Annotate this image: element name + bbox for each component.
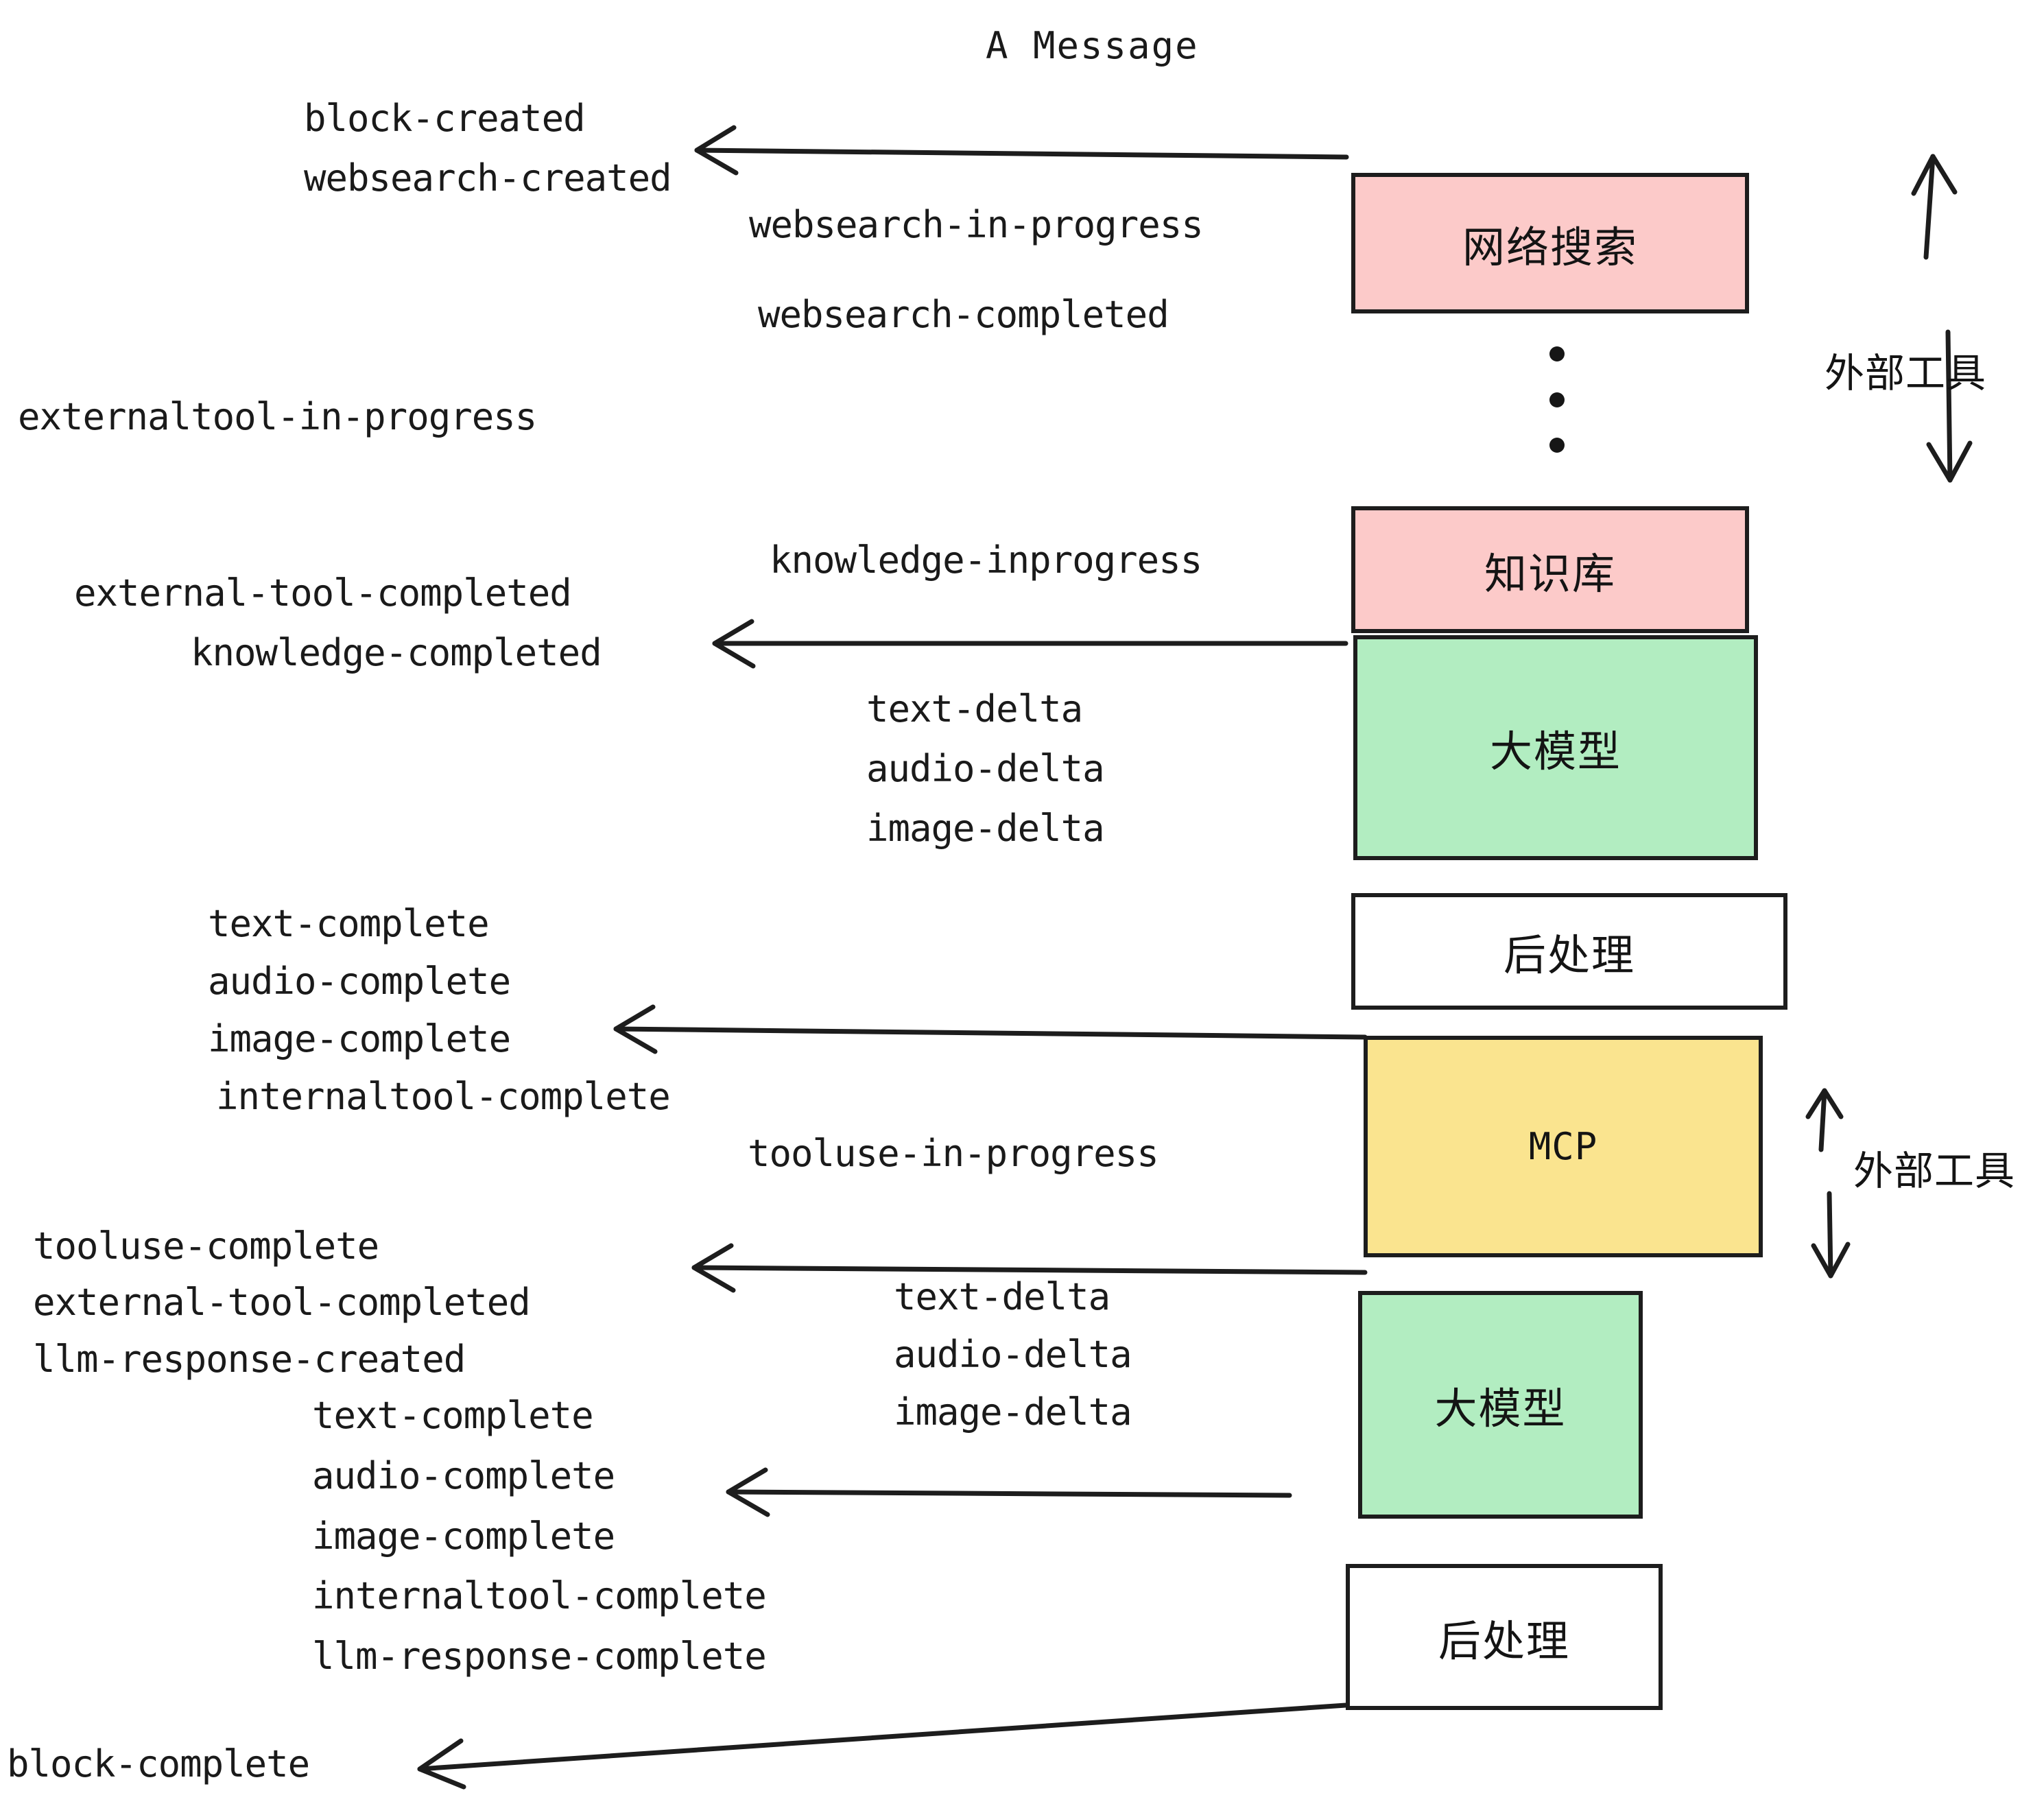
- event-label-external-tool-completed: external-tool-completed: [74, 571, 572, 615]
- event-label-tooluse-complete: tooluse-complete: [33, 1224, 379, 1268]
- node-websearch-label: 网络搜索: [1462, 222, 1638, 272]
- event-label-internaltool-complete-2: internaltool-complete: [312, 1574, 767, 1617]
- node-knowledge-label: 知识库: [1484, 548, 1616, 599]
- event-label-websearch-in-progress: websearch-in-progress: [749, 203, 1204, 246]
- event-label-text-delta-2: text-delta: [894, 1275, 1110, 1318]
- event-label-image-complete-2: image-complete: [312, 1515, 615, 1558]
- arrow-websearch-to-created: [694, 125, 1349, 176]
- node-postprocess-top[interactable]: 后处理: [1351, 893, 1787, 1010]
- event-label-audio-delta-2: audio-delta: [894, 1333, 1132, 1376]
- vertical-ellipsis: [1549, 346, 1565, 453]
- arrow-mcp-to-image-complete: [613, 1004, 1368, 1054]
- node-mcp[interactable]: MCP: [1364, 1036, 1763, 1257]
- node-llm-top[interactable]: 大模型: [1353, 635, 1758, 860]
- event-label-audio-complete-2: audio-complete: [312, 1454, 615, 1497]
- event-label-knowledge-inprogress: knowledge-inprogress: [770, 538, 1202, 582]
- event-label-text-complete-2: text-complete: [312, 1394, 594, 1437]
- event-label-audio-delta-1: audio-delta: [866, 747, 1105, 790]
- event-label-websearch-created: websearch-created: [304, 156, 672, 200]
- node-llm-top-label: 大模型: [1489, 726, 1621, 776]
- event-label-block-created: block-created: [304, 97, 586, 140]
- event-label-image-delta-2: image-delta: [894, 1390, 1132, 1434]
- event-label-llm-response-created: llm-response-created: [33, 1338, 466, 1381]
- arrow-external-tool-bottom: [1805, 1088, 1851, 1279]
- node-mcp-label: MCP: [1528, 1125, 1598, 1168]
- event-label-external-tool-completed-2: external-tool-completed: [33, 1281, 531, 1324]
- side-label-external-tool-top: 外部工具: [1825, 350, 1987, 396]
- node-llm-bottom[interactable]: 大模型: [1358, 1291, 1643, 1519]
- event-label-llm-response-complete: llm-response-complete: [312, 1635, 767, 1678]
- node-websearch[interactable]: 网络搜索: [1351, 173, 1749, 313]
- node-postprocess-bottom[interactable]: 后处理: [1346, 1564, 1663, 1710]
- arrow-postprocess-to-block-complete: [417, 1702, 1348, 1790]
- node-llm-bottom-label: 大模型: [1434, 1384, 1567, 1434]
- diagram-title: A Message: [986, 24, 1199, 67]
- event-label-knowledge-completed: knowledge-completed: [191, 631, 602, 674]
- side-label-external-tool-bottom: 外部工具: [1853, 1148, 2016, 1194]
- node-knowledge[interactable]: 知识库: [1351, 506, 1749, 633]
- event-label-text-complete-1: text-complete: [208, 902, 490, 945]
- event-label-block-complete: block-complete: [7, 1742, 310, 1785]
- event-label-websearch-completed: websearch-completed: [758, 293, 1169, 336]
- event-label-text-delta-1: text-delta: [866, 687, 1083, 731]
- event-label-audio-complete-1: audio-complete: [208, 960, 511, 1003]
- node-postprocess-top-label: 后处理: [1503, 930, 1635, 980]
- event-label-image-delta-1: image-delta: [866, 807, 1105, 850]
- arrow-llm-to-audio-complete: [726, 1467, 1292, 1517]
- event-label-tooluse-in-progress: tooluse-in-progress: [748, 1132, 1159, 1175]
- event-label-image-complete-1: image-complete: [208, 1017, 511, 1060]
- event-label-internaltool-complete-1: internaltool-complete: [216, 1075, 671, 1118]
- event-label-externaltool-in-progress: externaltool-in-progress: [18, 395, 537, 438]
- arrow-knowledge-to-completed: [712, 619, 1348, 669]
- node-postprocess-bottom-label: 后处理: [1438, 1615, 1570, 1666]
- arrow-external-tool-top: [1911, 154, 1973, 483]
